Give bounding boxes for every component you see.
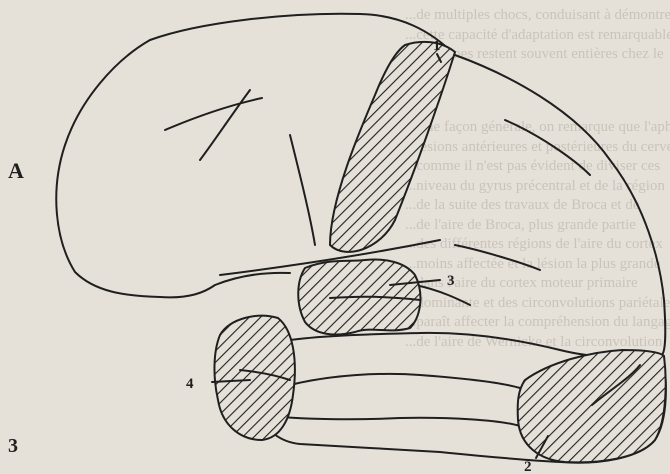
lower-contour <box>262 415 520 426</box>
sulcus <box>505 120 590 175</box>
hatched-area-2 <box>518 350 666 462</box>
sulcus <box>290 374 520 388</box>
sulcus <box>290 135 315 245</box>
figure-number: 3 <box>8 435 18 457</box>
label-4: 4 <box>186 376 194 392</box>
label-3: 3 <box>447 273 455 289</box>
sulcus <box>455 245 540 270</box>
label-1: 1 <box>433 38 441 54</box>
sulcus <box>165 98 262 130</box>
hatched-area-1 <box>330 42 455 252</box>
panel-letter: A <box>8 158 24 183</box>
label-2: 2 <box>524 459 532 474</box>
sulcus <box>415 285 470 305</box>
frontal-contour <box>56 40 290 297</box>
sulcus <box>200 90 250 160</box>
